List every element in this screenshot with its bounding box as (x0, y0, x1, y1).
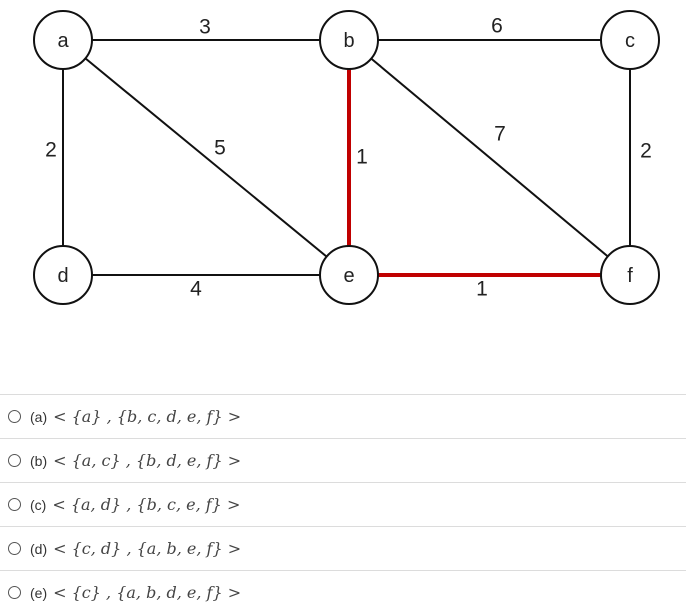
edge-a-e (84, 57, 328, 258)
option-letter: (a) (30, 408, 48, 425)
option-letter: (e) (30, 584, 48, 601)
node-circle (600, 10, 660, 70)
edge-weight-b-f: 7 (494, 123, 506, 146)
edge-b-f (370, 57, 609, 258)
node-circle (319, 245, 379, 305)
edge-weight-c-f: 2 (640, 140, 652, 163)
option-letter: (c) (30, 496, 47, 513)
option-formula: < {a, c} , {b, d, e, f} > (53, 451, 242, 470)
option-formula: < {c, d} , {a, b, e, f} > (53, 539, 242, 558)
node-circle (33, 10, 93, 70)
answer-options: (a) < {a} , {b, c, d, e, f} > (b) < {a, … (0, 394, 686, 614)
option-letter: (b) (30, 452, 48, 469)
node-circle (33, 245, 93, 305)
radio-button[interactable] (8, 498, 21, 511)
node-e: e (319, 245, 379, 305)
graph-edges (62, 39, 631, 277)
node-label: f (627, 265, 633, 287)
radio-button[interactable] (8, 586, 21, 599)
node-circle (600, 245, 660, 305)
option-formula: < {c} , {a, b, d, e, f} > (53, 583, 242, 602)
node-label: d (57, 265, 68, 287)
option-d[interactable]: (d) < {c, d} , {a, b, e, f} > (0, 526, 686, 570)
radio-button[interactable] (8, 454, 21, 467)
node-d: d (33, 245, 93, 305)
option-c[interactable]: (c) < {a, d} , {b, c, e, f} > (0, 482, 686, 526)
edge-weight-b-c: 6 (491, 15, 503, 38)
radio-button[interactable] (8, 542, 21, 555)
edge-weight-a-b: 3 (199, 16, 211, 39)
graph-edge-weights: 3 6 2 5 1 7 2 4 1 (45, 15, 652, 301)
edge-weight-d-e: 4 (190, 278, 202, 301)
node-a: a (33, 10, 93, 70)
node-circle (319, 10, 379, 70)
edge-weight-b-e: 1 (356, 146, 368, 169)
edge-weight-a-d: 2 (45, 139, 57, 162)
graph-nodes: a b c d e f (33, 10, 660, 305)
option-letter: (d) (30, 540, 48, 557)
node-label: a (57, 30, 69, 52)
radio-button[interactable] (8, 410, 21, 423)
option-a[interactable]: (a) < {a} , {b, c, d, e, f} > (0, 394, 686, 438)
node-b: b (319, 10, 379, 70)
graph-diagram: 3 6 2 5 1 7 2 4 1 a b c d e f (33, 10, 660, 305)
option-formula: < {a} , {b, c, d, e, f} > (53, 407, 242, 426)
option-e[interactable]: (e) < {c} , {a, b, d, e, f} > (0, 570, 686, 614)
option-formula: < {a, d} , {b, c, e, f} > (52, 495, 241, 514)
node-c: c (600, 10, 660, 70)
node-f: f (600, 245, 660, 305)
node-label: e (343, 265, 354, 287)
edge-weight-e-f: 1 (476, 278, 488, 301)
node-label: b (343, 30, 354, 52)
edge-weight-a-e: 5 (214, 137, 226, 160)
option-b[interactable]: (b) < {a, c} , {b, d, e, f} > (0, 438, 686, 482)
node-label: c (625, 30, 635, 52)
